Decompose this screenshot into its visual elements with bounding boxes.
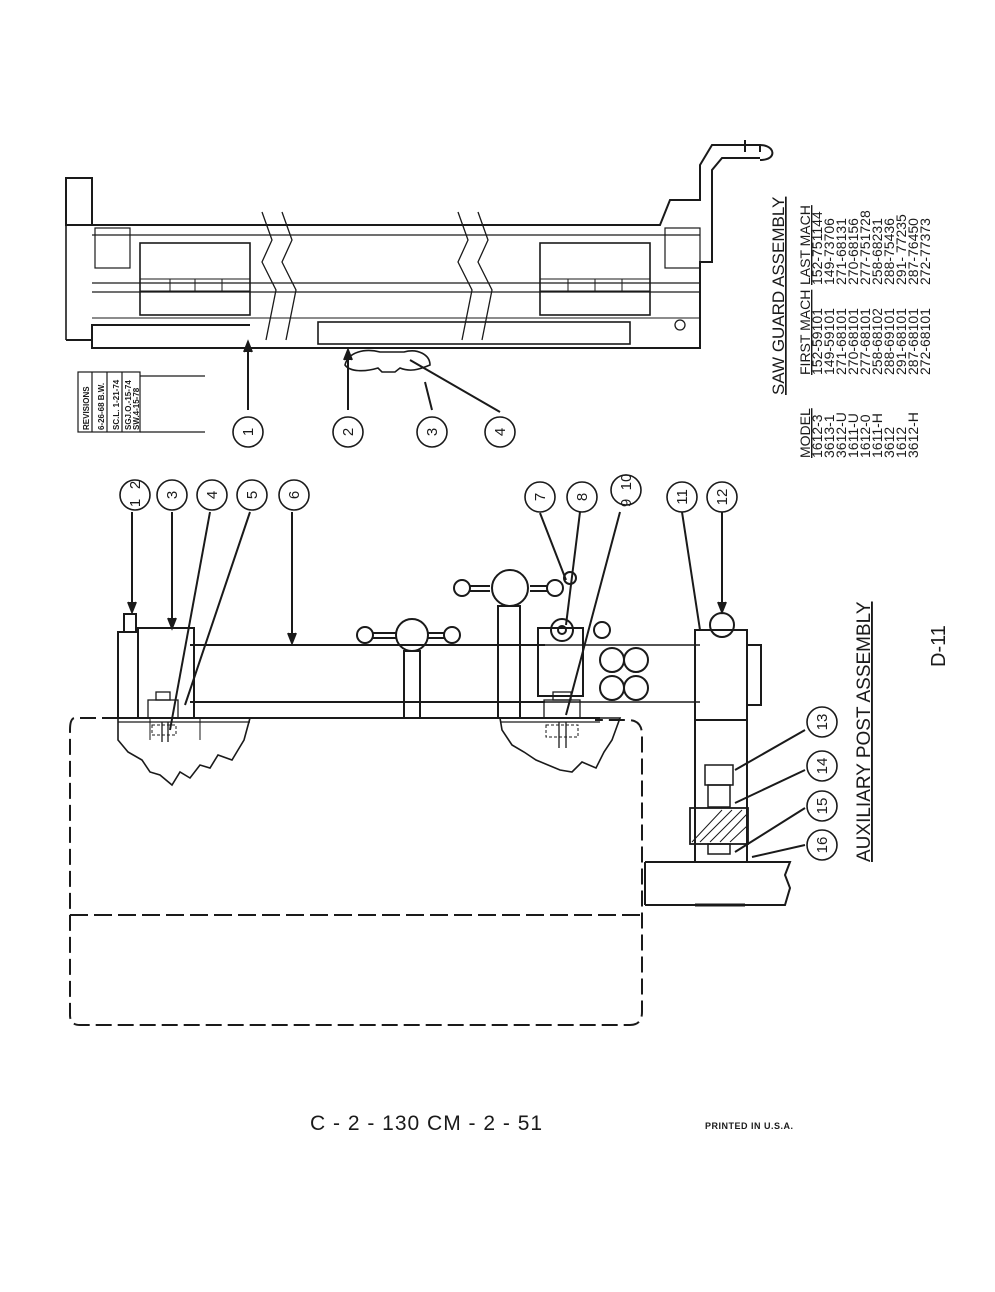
callout-aux-9: 9 bbox=[618, 499, 635, 507]
table-cell-first: 272-68101 bbox=[917, 308, 933, 375]
printed-in-usa: PRINTED IN U.S.A. bbox=[705, 1121, 794, 1131]
table-cell-first: 271-68101 bbox=[833, 308, 849, 375]
table-cell-first: 270-68101 bbox=[845, 308, 861, 375]
callout-top-3: 3 bbox=[424, 428, 441, 436]
saw-guard-title: SAW GUARD ASSEMBLY bbox=[769, 197, 788, 395]
table-header-last: LAST MACH bbox=[797, 205, 813, 285]
table-cell-last: 258-68231 bbox=[869, 218, 885, 285]
callout-top-1: 1 bbox=[240, 428, 257, 436]
table-cell-first: 149-59101 bbox=[821, 308, 837, 375]
page-code: D-11 bbox=[928, 625, 950, 667]
table-cell-model: 1612-3 bbox=[809, 414, 825, 458]
table-cell-first: 152-59101 bbox=[809, 308, 825, 375]
callout-aux-3: 3 bbox=[164, 491, 181, 499]
titles: SAW GUARD ASSEMBLY AUXILIARY POST ASSEMB… bbox=[769, 197, 950, 862]
table-cell-first: 258-68102 bbox=[869, 308, 885, 375]
table-cell-last: 277-751728 bbox=[857, 210, 873, 285]
table-cell-model: 1611-H bbox=[869, 413, 885, 458]
callout-aux-6: 6 bbox=[286, 491, 303, 499]
table-cell-model: 1612-0 bbox=[857, 414, 873, 458]
table-cell-last: 287-76450 bbox=[905, 218, 921, 285]
callout-aux-2: 2 bbox=[127, 481, 144, 489]
table-cell-last: 288-75436 bbox=[881, 218, 897, 285]
callout-aux-15: 15 bbox=[814, 798, 831, 815]
table-cell-last: 272-77373 bbox=[917, 218, 933, 285]
table-cell-first: 291-68101 bbox=[893, 308, 909, 375]
revisions-title: REVISIONS bbox=[82, 386, 91, 430]
table-cell-model: 1611-U bbox=[845, 413, 861, 458]
callout-aux-16: 16 bbox=[814, 837, 831, 854]
saw-guard-table: MODEL1612-33613-13612-U1611-U1612-01611-… bbox=[797, 205, 933, 458]
callout-aux-4: 4 bbox=[204, 491, 221, 499]
table-header-first: FIRST MACH bbox=[797, 290, 813, 375]
auxiliary-post-title: AUXILIARY POST ASSEMBLY bbox=[854, 601, 875, 862]
saw-guard-drawing bbox=[65, 140, 774, 413]
table-cell-model: 3612-H bbox=[905, 412, 921, 458]
table-cell-first: 277-68101 bbox=[857, 308, 873, 375]
callout-aux-11: 11 bbox=[674, 489, 691, 505]
table-cell-last: 149-73706 bbox=[821, 218, 837, 285]
revision-1: 6-26-68 B.W. bbox=[97, 383, 106, 430]
revision-2: SC.L. 1-21-74 bbox=[112, 379, 121, 430]
callout-circles bbox=[119, 416, 838, 861]
callout-aux-5: 5 bbox=[244, 491, 261, 499]
table-cell-last: 270-68156 bbox=[845, 218, 861, 285]
callout-aux-10: 10 bbox=[618, 474, 635, 491]
callout-aux-13: 13 bbox=[814, 714, 831, 731]
callout-numbers: 1 2 3 4 1 2 3 4 5 6 7 8 9 10 11 12 13 14… bbox=[127, 428, 831, 854]
callout-aux-14: 14 bbox=[814, 758, 831, 775]
callout-aux-1: 1 bbox=[127, 499, 144, 507]
revisions-text: REVISIONS 6-26-68 B.W. SC.L. 1-21-74 SGJ… bbox=[82, 379, 141, 430]
auxiliary-post-drawing bbox=[69, 511, 806, 1026]
callout-aux-8: 8 bbox=[574, 493, 591, 501]
table-cell-model: 3612-U bbox=[833, 412, 849, 458]
revisions-box bbox=[77, 371, 205, 433]
table-cell-last: 271-68131 bbox=[833, 218, 849, 285]
callout-aux-12: 12 bbox=[714, 489, 731, 506]
drawing-numbers: C - 2 - 130 CM - 2 - 51 bbox=[310, 1112, 544, 1135]
table-cell-last: 152-751144 bbox=[809, 211, 825, 285]
table-cell-model: 1612 bbox=[893, 427, 909, 458]
table-cell-first: 287-68101 bbox=[905, 308, 921, 375]
table-header-model: MODEL bbox=[797, 408, 813, 458]
revision-4: SW.4-15-78 bbox=[132, 387, 141, 430]
callout-top-2: 2 bbox=[340, 428, 357, 436]
table-cell-model: 3613-1 bbox=[821, 414, 837, 458]
callout-aux-7: 7 bbox=[532, 493, 549, 501]
table-cell-last: 291- 77235 bbox=[893, 214, 909, 285]
callout-top-4: 4 bbox=[492, 428, 509, 436]
table-cell-first: 288-69101 bbox=[881, 308, 897, 375]
table-cell-model: 3612 bbox=[881, 427, 897, 458]
revision-3: SGJ.O.-15-74 bbox=[124, 380, 133, 430]
